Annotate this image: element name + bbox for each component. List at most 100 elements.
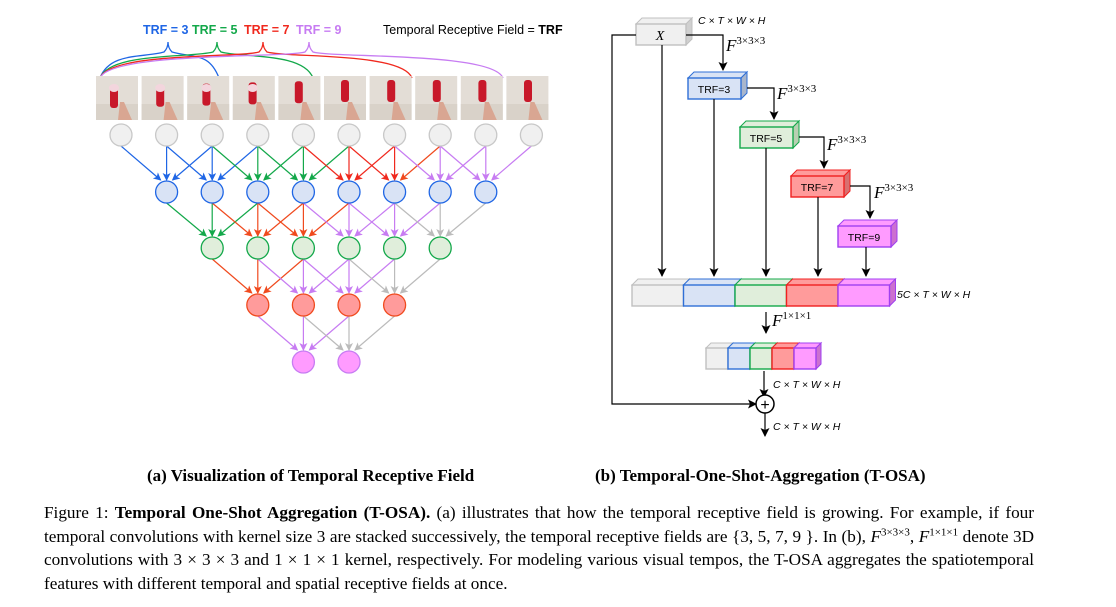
edge-arrow xyxy=(263,202,304,237)
concat-segment xyxy=(630,277,691,308)
edge-arrow xyxy=(308,202,350,237)
block-trf-3 xyxy=(686,70,749,101)
frame-shadow xyxy=(232,104,275,120)
input-block-x xyxy=(634,16,694,47)
figure-caption: Figure 1: Temporal One-Shot Aggregation … xyxy=(44,503,1035,593)
video-frame xyxy=(369,76,412,120)
conv-label-2: F3×3×3 xyxy=(776,83,817,103)
edge-arrow xyxy=(354,258,395,294)
edge-arrow xyxy=(348,258,390,294)
box-top xyxy=(836,278,897,286)
node-input xyxy=(519,123,544,147)
box-top xyxy=(836,219,899,227)
cup-shape xyxy=(387,80,396,102)
edge-arrow xyxy=(211,145,253,181)
edge-arrow xyxy=(399,258,441,294)
finger-shape xyxy=(346,102,360,120)
frame-shadow xyxy=(460,104,503,120)
concat-dimension: 5C × T × W × H xyxy=(897,289,971,301)
trf-brace-9 xyxy=(99,41,504,79)
video-frame xyxy=(187,76,230,120)
edge-arrow xyxy=(354,315,395,351)
node-trf5 xyxy=(428,236,452,260)
edge-arrow xyxy=(348,145,390,181)
box-front xyxy=(682,284,736,307)
cup-shape xyxy=(524,80,532,102)
edge-arrow xyxy=(257,145,299,181)
caption-text-1: (a) illustrates that how the temporal re… xyxy=(44,503,1034,546)
edge-arrow xyxy=(399,202,441,237)
trf-label-3: TRF = 3 xyxy=(143,23,189,37)
cup-rim xyxy=(201,84,212,92)
node-trf9 xyxy=(291,350,316,374)
block-trf-5 xyxy=(738,119,801,150)
block-label-trf-9: TRF=9 xyxy=(848,232,881,244)
node-input xyxy=(382,123,407,147)
conv-arrow-4 xyxy=(850,185,875,219)
box-top xyxy=(785,278,846,286)
node-input xyxy=(109,123,133,147)
frame-shadow xyxy=(369,104,412,120)
panel-b-tosa: XC × T × W × HTRF=3TRF=5TRF=7TRF=9F3×3×3… xyxy=(611,15,971,437)
node-input xyxy=(428,123,452,147)
finger-shape xyxy=(437,102,452,120)
trf-label-5: TRF = 5 xyxy=(192,23,238,37)
sum-plus-icon: + xyxy=(760,397,769,414)
cup-shape xyxy=(341,80,349,102)
cup-rim xyxy=(155,84,166,92)
box-front xyxy=(734,284,788,307)
node-trf5 xyxy=(382,236,407,260)
box-top xyxy=(733,278,794,286)
video-frame xyxy=(232,76,275,120)
cup-shape xyxy=(478,80,487,102)
edge-arrow xyxy=(303,315,344,351)
box-top xyxy=(738,120,801,128)
edge-arrow xyxy=(257,258,299,294)
box-front xyxy=(837,225,892,248)
video-frame xyxy=(141,76,184,120)
node-trf5 xyxy=(200,236,224,260)
node-trf3 xyxy=(154,180,179,204)
frame-shadow xyxy=(506,104,549,120)
node-input xyxy=(474,123,498,147)
node-trf3 xyxy=(382,180,407,204)
edge-arrow xyxy=(303,258,344,294)
trf-label-7: TRF = 7 xyxy=(244,23,290,37)
edge-arrow xyxy=(354,202,395,237)
conv-label-4: F3×3×3 xyxy=(873,182,914,202)
edge-arrow xyxy=(217,202,259,237)
edge-arrow xyxy=(394,202,435,237)
concat-segment xyxy=(836,277,897,308)
edge-arrow xyxy=(399,145,441,181)
conv-arrow-1 xyxy=(686,34,728,71)
concat-segment xyxy=(733,277,794,308)
conv-arrow-3 xyxy=(799,136,829,169)
frame-shadow xyxy=(187,104,230,120)
box-front xyxy=(749,347,773,370)
output-dimension: C × T × W × H xyxy=(773,421,841,433)
edge-arrow xyxy=(263,258,304,294)
edge-arrow xyxy=(303,202,344,237)
block-trf-9 xyxy=(836,218,899,249)
edge-arrow xyxy=(491,145,532,181)
block-label-trf-7: TRF=7 xyxy=(801,182,834,194)
frame-shadow xyxy=(415,104,458,120)
concat-segment xyxy=(682,277,743,308)
trf-legend: Temporal Receptive Field = TRF xyxy=(383,23,563,37)
network-edges xyxy=(120,145,532,351)
box-front xyxy=(727,347,751,370)
edge-arrow xyxy=(303,145,344,181)
node-trf5 xyxy=(291,236,316,260)
edge-arrow xyxy=(257,315,299,351)
caption-sup-1: 3×3×3 xyxy=(880,525,910,538)
node-input xyxy=(246,123,270,147)
node-trf5 xyxy=(246,236,270,260)
pointwise-label: F1×1×1 xyxy=(771,310,811,330)
frame-shadow xyxy=(324,104,366,120)
cup-rim xyxy=(109,84,119,92)
caption-figure-label: Figure 1: xyxy=(44,503,115,522)
finger-shape xyxy=(163,102,178,120)
residual-line xyxy=(611,34,757,409)
